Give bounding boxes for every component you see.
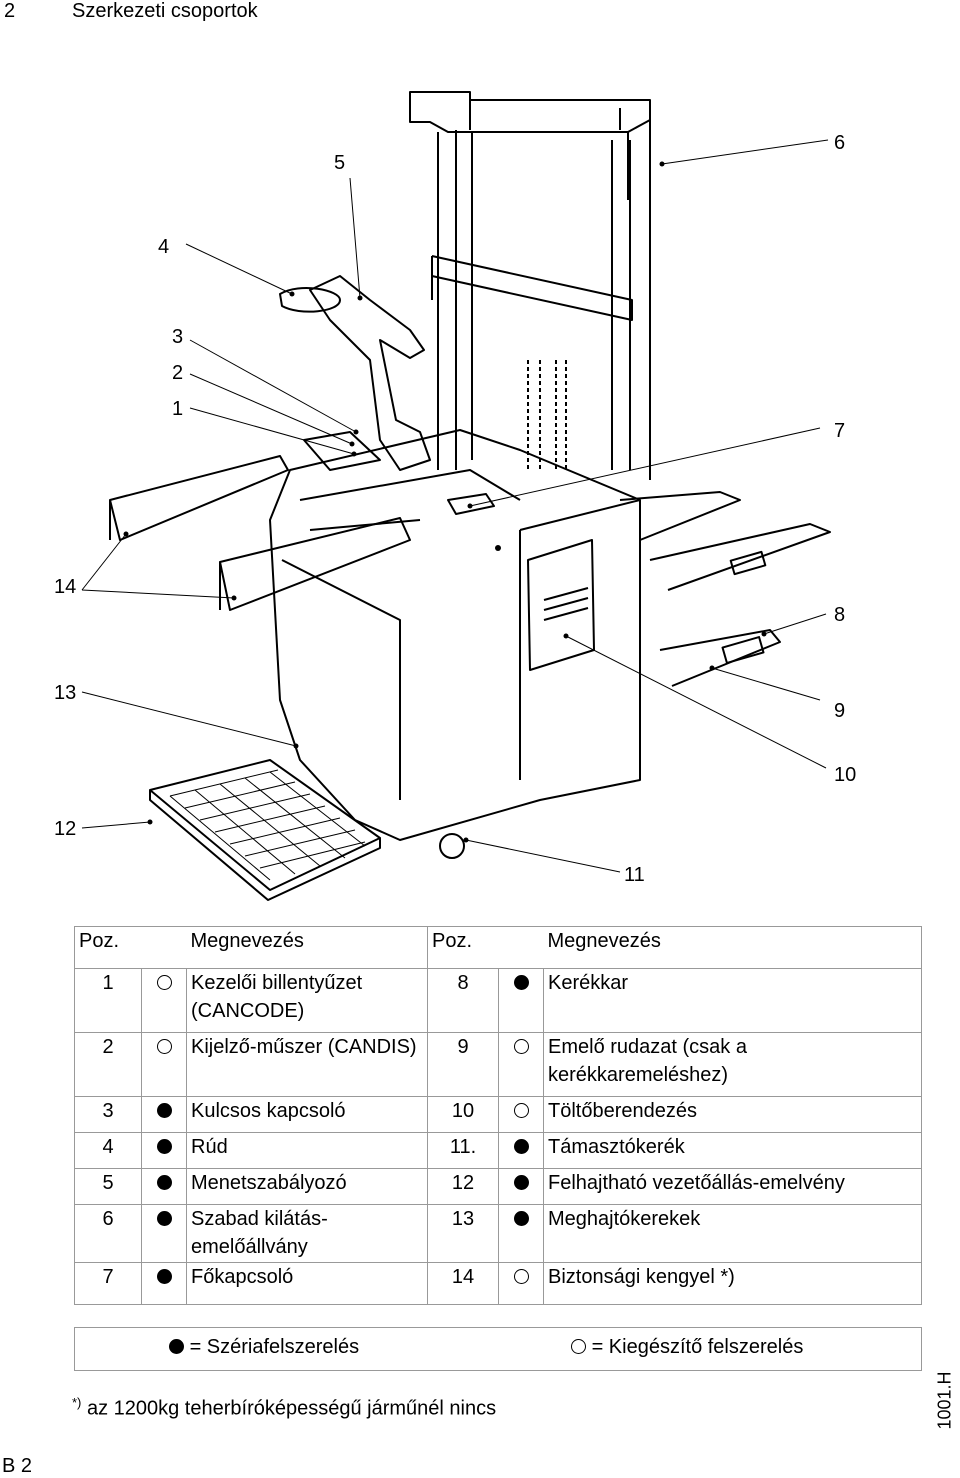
row-pos: 2 [74, 1032, 142, 1097]
footnote-text: az 1200kg teherbíróképességű járműnél ni… [86, 1397, 497, 1420]
document-code: 1001.H [934, 1371, 960, 1432]
row-name: Rúd [186, 1132, 428, 1169]
table-header-spacer [141, 926, 187, 969]
table-row: 6 Szabad kilátás-emelőállvány 13 Meghajt… [74, 1204, 922, 1263]
col-header-poz-right: Poz. [427, 926, 499, 969]
row-pos: 10 [427, 1096, 499, 1133]
section-title: Szerkezeti csoportok [72, 0, 258, 22]
table-row: 3 Kulcsos kapcsoló 10 Töltőberendezés [74, 1096, 922, 1133]
row-pos: 6 [74, 1204, 142, 1263]
table-header-row: Poz. Megnevezés Poz. Megnevezés [74, 926, 922, 969]
row-name: Kerékkar [543, 968, 922, 1033]
bullet-open-icon [571, 1339, 586, 1354]
callout-4: 4 [158, 236, 170, 258]
footnote: *) az 1200kg teherbíróképességű járműnél… [72, 1395, 496, 1421]
bullet-full-icon [141, 1262, 187, 1305]
row-pos: 4 [74, 1132, 142, 1169]
row-name: Meghajtókerekek [543, 1204, 922, 1263]
bullet-open-icon [141, 968, 187, 1033]
callout-8: 8 [834, 604, 846, 626]
bullet-full-icon [498, 1204, 544, 1263]
row-pos: 8 [427, 968, 499, 1033]
callout-10: 10 [834, 764, 857, 786]
page-number: B 2 [2, 1455, 33, 1477]
table-row: 2 Kijelző-műszer (CANDIS) 9 Emelő rudaza… [74, 1032, 922, 1097]
callout-1: 1 [172, 398, 184, 420]
bullet-full-icon [141, 1096, 187, 1133]
row-name: Kijelző-műszer (CANDIS) [186, 1032, 428, 1097]
legend-optional-text: = Kiegészítő felszerelés [591, 1336, 804, 1358]
bullet-open-icon [141, 1032, 187, 1097]
row-name: Főkapcsoló [186, 1262, 428, 1305]
row-name: Emelő rudazat (csak a kerékkaremeléshez) [543, 1032, 922, 1097]
callout-2: 2 [172, 362, 184, 384]
callout-5: 5 [334, 152, 346, 174]
row-pos: 1 [74, 968, 142, 1033]
legend-standard-text: = Szériafelszerelés [189, 1336, 360, 1358]
table-header-spacer-right [498, 926, 544, 969]
row-pos: 14 [427, 1262, 499, 1305]
parts-table: Poz. Megnevezés Poz. Megnevezés 1 Kezelő… [74, 926, 922, 1305]
row-name: Menetszabályozó [186, 1168, 428, 1205]
legend-box: = Szériafelszerelés = Kiegészítő felszer… [74, 1327, 922, 1371]
row-pos: 12 [427, 1168, 499, 1205]
callout-12: 12 [54, 818, 77, 840]
row-pos: 3 [74, 1096, 142, 1133]
row-pos: 13 [427, 1204, 499, 1263]
row-name: Kulcsos kapcsoló [186, 1096, 428, 1133]
row-pos: 9 [427, 1032, 499, 1097]
callout-6: 6 [834, 132, 846, 154]
row-name: Biztonsági kengyel *) [543, 1262, 922, 1305]
table-row: 4 Rúd 11. Támasztókerék [74, 1132, 922, 1169]
row-name: Felhajtható vezetőállás-emelvény [543, 1168, 922, 1205]
bullet-full-icon [498, 1132, 544, 1169]
bullet-full-icon [498, 1168, 544, 1205]
row-name: Kezelői billentyűzet (CANCODE) [186, 968, 428, 1033]
bullet-full-icon [169, 1339, 184, 1354]
document-code-text: 1001.H [934, 1371, 955, 1430]
bullet-open-icon [498, 1096, 544, 1133]
callout-9: 9 [834, 700, 846, 722]
bullet-full-icon [141, 1204, 187, 1263]
callout-14: 14 [54, 576, 77, 598]
row-pos: 7 [74, 1262, 142, 1305]
legend-optional: = Kiegészítő felszerelés [571, 1336, 803, 1359]
table-row: 1 Kezelői billentyűzet (CANCODE) 8 Kerék… [74, 968, 922, 1033]
callout-3: 3 [172, 326, 184, 348]
callout-13: 13 [54, 682, 77, 704]
col-header-poz: Poz. [74, 926, 142, 969]
col-header-name: Megnevezés [186, 926, 428, 969]
callout-7: 7 [834, 420, 846, 442]
bullet-open-icon [498, 1032, 544, 1097]
bullet-full-icon [141, 1132, 187, 1169]
bullet-full-icon [141, 1168, 187, 1205]
row-pos: 5 [74, 1168, 142, 1205]
row-pos: 11. [427, 1132, 499, 1169]
row-name: Szabad kilátás-emelőállvány [186, 1204, 428, 1263]
callout-11: 11 [624, 864, 645, 886]
table-row: 7 Főkapcsoló 14 Biztonsági kengyel *) [74, 1262, 922, 1305]
row-name: Támasztókerék [543, 1132, 922, 1169]
bullet-full-icon [498, 968, 544, 1033]
bullet-open-icon [498, 1262, 544, 1305]
pallet-stacker-illustration [81, 91, 831, 901]
table-row: 5 Menetszabályozó 12 Felhajtható vezetőá… [74, 1168, 922, 1205]
footnote-mark: *) [72, 1395, 82, 1410]
row-name: Töltőberendezés [543, 1096, 922, 1133]
section-number: 2 [4, 0, 16, 22]
col-header-name-right: Megnevezés [543, 926, 922, 969]
legend-standard: = Szériafelszerelés [169, 1336, 359, 1359]
